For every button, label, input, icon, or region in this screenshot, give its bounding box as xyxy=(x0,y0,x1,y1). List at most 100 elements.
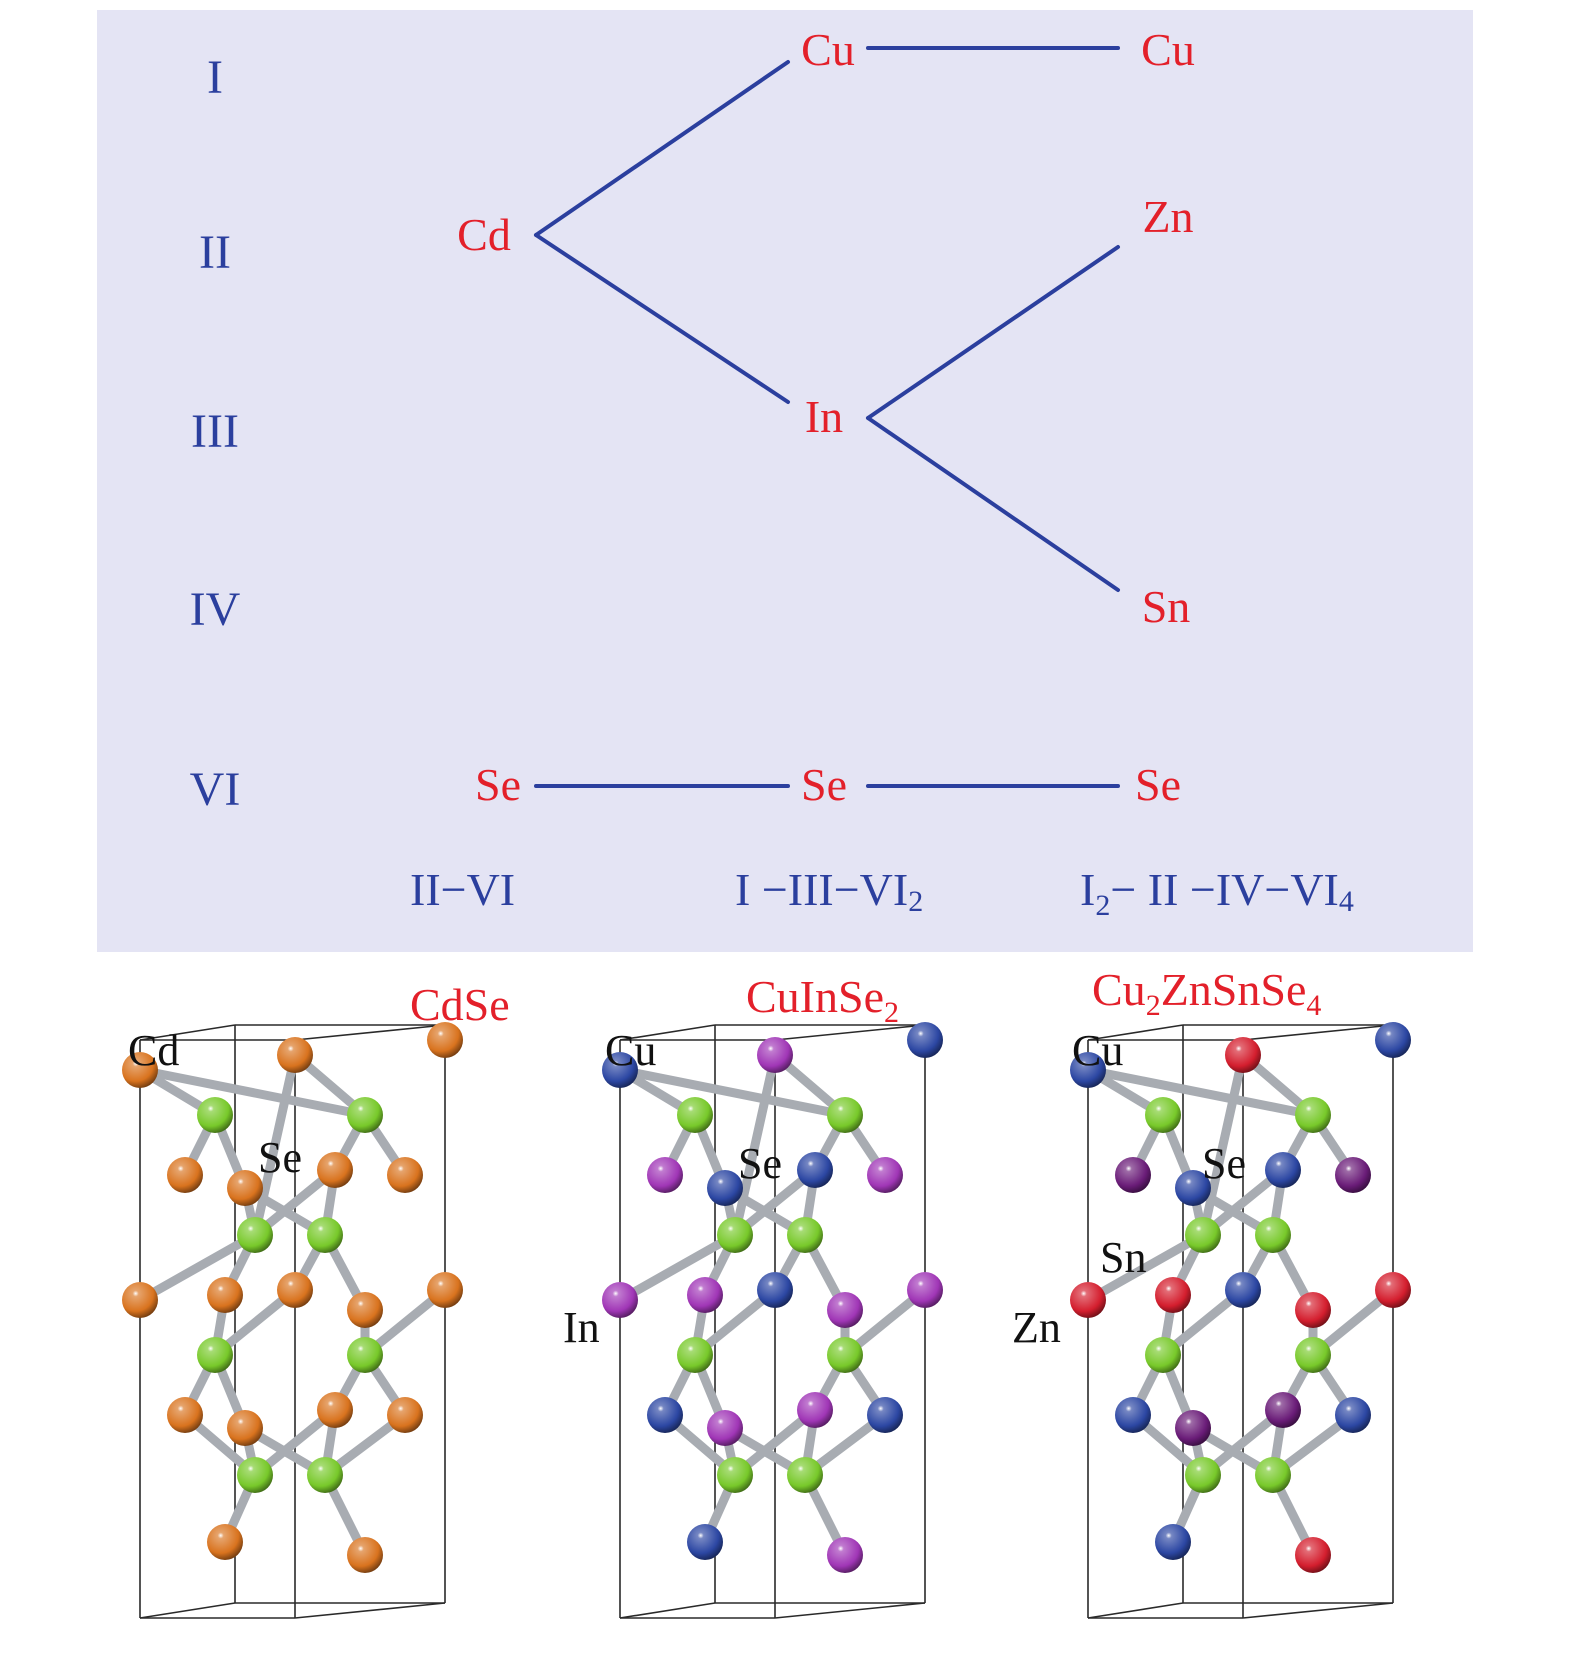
cell-edge xyxy=(139,1024,236,1041)
element-cu-1: Cu xyxy=(801,24,855,75)
atom-cd xyxy=(387,1397,423,1433)
bond xyxy=(1083,1065,1318,1120)
atom-se xyxy=(347,1337,383,1373)
compound-cu2znsnse4: Cu2ZnSnSe4 xyxy=(1092,964,1321,1022)
atom-se xyxy=(197,1337,233,1373)
atoms xyxy=(1070,1022,1411,1573)
atom-se xyxy=(827,1097,863,1133)
line-cd-in xyxy=(534,233,790,404)
element-cu-2: Cu xyxy=(1141,24,1195,75)
label-cu-2: Cu xyxy=(605,1026,656,1075)
crystal-structure-cuinse2 xyxy=(602,1022,943,1619)
group-label-I: I xyxy=(207,51,223,104)
atom-cu xyxy=(797,1152,833,1188)
atom-cd xyxy=(277,1272,313,1308)
tree-elements: Cu Cu Cd Zn In Sn Se Se Se xyxy=(457,24,1195,810)
atom-in xyxy=(707,1410,743,1446)
atom-cd xyxy=(122,1052,158,1088)
bond xyxy=(135,1065,370,1120)
atom-cu xyxy=(1225,1272,1261,1308)
crystal-structure-cdse xyxy=(122,1022,463,1619)
cell-edge xyxy=(1087,1602,1184,1619)
family-label-i2-ii-iv-vi4: I2− II −IV−VI4 xyxy=(1080,864,1354,922)
atom-cu xyxy=(1155,1524,1191,1560)
structure-labels: Cd Se Cu Se In Cu Se Sn Zn xyxy=(128,1026,1246,1352)
atom-sn xyxy=(1115,1157,1151,1193)
atom-se xyxy=(1185,1457,1221,1493)
atom-zn xyxy=(1375,1272,1411,1308)
atoms xyxy=(122,1022,463,1573)
element-sn: Sn xyxy=(1142,581,1191,632)
unit-cell xyxy=(1087,1024,1394,1619)
group-labels: I II III IV VI xyxy=(190,51,241,816)
atom-sn xyxy=(1175,1410,1211,1446)
group-label-IV: IV xyxy=(190,583,241,636)
bond xyxy=(615,1065,850,1120)
atom-in xyxy=(827,1292,863,1328)
atom-se xyxy=(1295,1097,1331,1133)
cell-edge xyxy=(294,1602,446,1619)
atom-se xyxy=(677,1337,713,1373)
atom-se xyxy=(347,1097,383,1133)
label-zn: Zn xyxy=(1012,1303,1061,1352)
element-se-1: Se xyxy=(475,759,521,810)
atom-cu xyxy=(1175,1170,1211,1206)
atom-se xyxy=(237,1457,273,1493)
atom-se xyxy=(1145,1097,1181,1133)
atom-cd xyxy=(317,1152,353,1188)
atom-cd xyxy=(427,1022,463,1058)
group-label-II: II xyxy=(199,226,231,279)
label-se-1: Se xyxy=(258,1133,302,1182)
bond xyxy=(250,1050,300,1240)
atom-cd xyxy=(227,1170,263,1206)
cell-edge xyxy=(619,1024,716,1041)
bond xyxy=(1198,1050,1248,1240)
atom-sn xyxy=(1335,1157,1371,1193)
atom-se xyxy=(1145,1337,1181,1373)
atom-cu xyxy=(1070,1052,1106,1088)
atom-cd xyxy=(387,1157,423,1193)
bond xyxy=(135,1230,260,1305)
atom-cu xyxy=(647,1397,683,1433)
cell-edge xyxy=(294,1024,446,1041)
atom-cu xyxy=(602,1052,638,1088)
atom-cu xyxy=(1335,1397,1371,1433)
atom-zn xyxy=(1295,1537,1331,1573)
label-cu-3: Cu xyxy=(1072,1026,1123,1075)
atom-cd xyxy=(347,1292,383,1328)
atom-se xyxy=(827,1337,863,1373)
label-in: In xyxy=(563,1303,600,1352)
atom-sn xyxy=(1265,1392,1301,1428)
bond xyxy=(730,1050,780,1240)
line-in-zn xyxy=(866,245,1120,420)
atom-se xyxy=(237,1217,273,1253)
atom-zn xyxy=(1155,1277,1191,1313)
atom-cu xyxy=(907,1022,943,1058)
atom-se xyxy=(717,1217,753,1253)
label-cd: Cd xyxy=(128,1026,179,1075)
element-zn: Zn xyxy=(1142,191,1193,242)
atom-se xyxy=(1185,1217,1221,1253)
atom-in xyxy=(687,1277,723,1313)
atom-se xyxy=(197,1097,233,1133)
atom-se xyxy=(787,1217,823,1253)
atom-cd xyxy=(207,1277,243,1313)
substitution-tree-panel xyxy=(97,10,1473,952)
atom-cd xyxy=(427,1272,463,1308)
cell-edge xyxy=(1087,1024,1184,1041)
atom-se xyxy=(307,1457,343,1493)
family-label-ii-vi: II−VI xyxy=(410,864,515,915)
label-se-3: Se xyxy=(1202,1139,1246,1188)
atom-cu xyxy=(1265,1152,1301,1188)
compound-cdse: CdSe xyxy=(410,979,510,1030)
atom-cu xyxy=(867,1397,903,1433)
atom-cu xyxy=(1375,1022,1411,1058)
atoms xyxy=(602,1022,943,1573)
crystal-structure-cu2znsnse4 xyxy=(1070,1022,1411,1619)
compound-cuinse2: CuInSe2 xyxy=(746,971,899,1029)
atom-cd xyxy=(167,1397,203,1433)
cell-edge xyxy=(774,1602,926,1619)
family-labels: II−VI I −III−VI2 I2− II −IV−VI4 xyxy=(410,864,1354,922)
atom-in xyxy=(797,1392,833,1428)
element-cd: Cd xyxy=(457,209,511,260)
